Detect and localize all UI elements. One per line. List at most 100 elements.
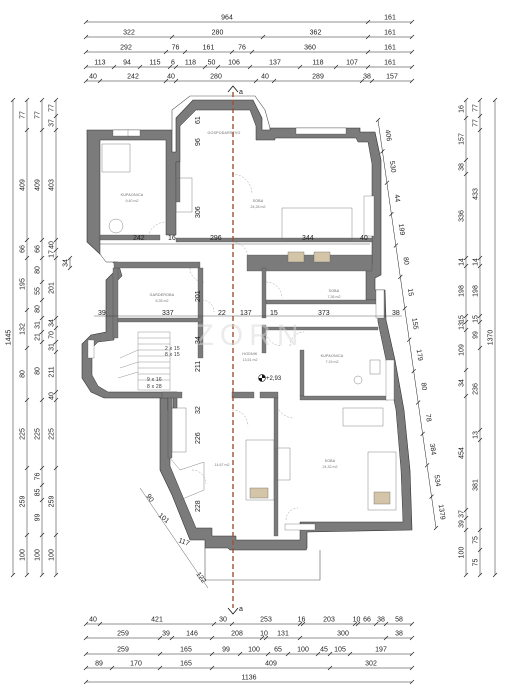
dim-left-c3-1: 409 [35, 179, 42, 191]
room-area-garderoba: 6,35 m2 [156, 299, 169, 303]
inner-dim-d-2: 117 [177, 537, 190, 547]
dim-right-c2-9: 381 [473, 479, 480, 491]
dim-right-diag-2: 44 [393, 194, 401, 203]
dim-right-c2-4: 198 [473, 285, 480, 297]
dim-left-c2-5: 80 [20, 370, 27, 378]
dim-left-c4-10: 40 [49, 392, 56, 400]
dim-left-c4-12: 259 [49, 496, 56, 508]
inner-dim-d-1: 101 [157, 512, 171, 525]
dim-right-c1-3: 336 [459, 210, 466, 222]
dim-right-c2-10: 75 [473, 536, 480, 544]
dim-right-c2-5: 15 [473, 315, 480, 323]
room-area-soba-top: 24,28 m2 [251, 205, 266, 209]
dim-right-diag-11: 534 [433, 474, 442, 487]
dim-right-c2-11: 75 [473, 559, 480, 567]
dim-right-c1-7: 13 [459, 322, 466, 330]
dim-top-r4-4: 40 [261, 74, 269, 81]
dim-right-c1-4: 14 [459, 258, 466, 266]
section-label-bottom: a [239, 606, 243, 613]
dim-right-c2-1: 77 [473, 119, 480, 127]
interior-walls [99, 161, 389, 537]
dim-left-c5-0: 34 [63, 259, 70, 267]
inner-dim-r2-1: 337 [162, 310, 174, 317]
elevation-marker: +2,93 [258, 374, 282, 382]
inner-dim-r2-6: 38 [392, 310, 400, 317]
dim-top-r2-2: 161 [203, 45, 215, 52]
dim-top-r3-8: 118 [312, 60, 323, 67]
dim-left-c3-0: 77 [35, 111, 42, 119]
dim-right-c1-0: 16 [459, 105, 466, 113]
inner-dim-r2-3: 137 [240, 310, 252, 317]
dim-top-r4-6: 38 [363, 74, 371, 81]
staircase [117, 331, 171, 391]
dim-bot-r2-3: 100 [248, 647, 260, 654]
dim-left-c3-5: 80 [35, 305, 42, 313]
dim-right-diag-8: 80 [419, 382, 427, 391]
dim-top-r3-9: 107 [346, 60, 358, 67]
dim-left-c3-12: 99 [35, 514, 42, 522]
dim-top-r3-3: 6 [171, 60, 175, 67]
dim-left-c2-1: 409 [20, 179, 27, 191]
dim-bot-r3-1: 170 [130, 661, 142, 668]
section-arrow-top [227, 85, 239, 93]
section-label-top: a [239, 89, 243, 96]
dim-bot-r1-3: 208 [231, 631, 243, 638]
room-name-soba-bottom: SOBA [325, 459, 336, 463]
room-area-left: 14,67 m2 [215, 463, 230, 467]
dim-right-overall-0: 1370 [488, 330, 495, 346]
room-name-kupaonica-top: KUPAONICA [121, 193, 144, 197]
dim-top-r0-0: 964 [221, 15, 233, 22]
inner-dim-v-6: 228 [195, 500, 202, 512]
dim-bot-r0-6: 10 [353, 617, 361, 624]
bottom-balcony [204, 548, 321, 581]
dim-bot-r3-2: 165 [180, 661, 192, 668]
dim-top-r3-1: 94 [123, 60, 131, 67]
dim-top-r4-1: 242 [127, 74, 139, 81]
dim-bot-r2-4: 65 [274, 647, 282, 654]
windows [87, 127, 395, 531]
inner-dim-v-4: 32 [195, 406, 202, 414]
dim-left-overall-0: 1445 [6, 330, 13, 346]
inner-dim-r1-4: 40 [360, 235, 368, 242]
dim-left-c3-10: 76 [35, 473, 42, 481]
dim-left-c3-9: 225 [35, 428, 42, 440]
dim-left-c3-7: 21 [35, 333, 42, 341]
dim-top-r1-1: 280 [212, 30, 224, 37]
inner-dimensions: 242 16 296 344 40 39 337 22 137 15 373 3… [94, 116, 402, 589]
inner-dim-r2-5: 373 [318, 310, 330, 317]
dim-right-diag-3: 199 [397, 223, 406, 236]
inner-dim-r1-0: 242 [133, 235, 145, 242]
dim-bot-r1-0: 259 [117, 631, 129, 638]
dim-top-r3-10: 161 [384, 60, 396, 67]
dim-left-c3-8: 80 [35, 367, 42, 375]
room-area-soba-mid: 7,36 m2 [328, 295, 341, 299]
dim-right-diag-1: 530 [388, 161, 397, 174]
dim-right-c2-7: 236 [473, 383, 480, 395]
inner-dim-s-0: 96 [195, 138, 202, 146]
dim-bot-r3-0: 89 [95, 661, 103, 668]
inner-dim-r2-2: 22 [218, 310, 226, 317]
dim-left-c3-3: 80 [35, 266, 42, 274]
dim-top-r1-3: 161 [384, 30, 396, 37]
dim-bot-r0-8: 38 [377, 617, 385, 624]
dim-top-r3-7: 137 [269, 60, 281, 67]
room-name-garderoba: GARDEROBA [150, 293, 175, 297]
room-area-hodnik: 13,51 m2 [243, 358, 258, 362]
dim-left-c4-3: 40 [49, 241, 56, 249]
building-outline [81, 95, 413, 581]
dim-right-c1-11: 37 [459, 510, 466, 518]
inner-dim-r2-4: 15 [270, 310, 278, 317]
dim-left-c4-2: 403 [49, 179, 56, 191]
dim-right-c1-1: 157 [459, 133, 466, 145]
dim-right-c1-2: 38 [459, 163, 466, 171]
dim-top-r3-2: 115 [149, 60, 160, 67]
dim-top-r3-0: 113 [94, 60, 105, 67]
inner-dim-r2-0: 39 [98, 310, 106, 317]
dim-left-c2-4: 132 [20, 323, 27, 335]
inner-dim-r1-3: 344 [302, 235, 314, 242]
dim-left-c4-13: 100 [49, 549, 56, 561]
dim-bot-r2-1: 165 [180, 647, 192, 654]
inner-dim-s-1: 61 [195, 116, 202, 124]
dim-bot-r0-3: 253 [260, 617, 272, 624]
